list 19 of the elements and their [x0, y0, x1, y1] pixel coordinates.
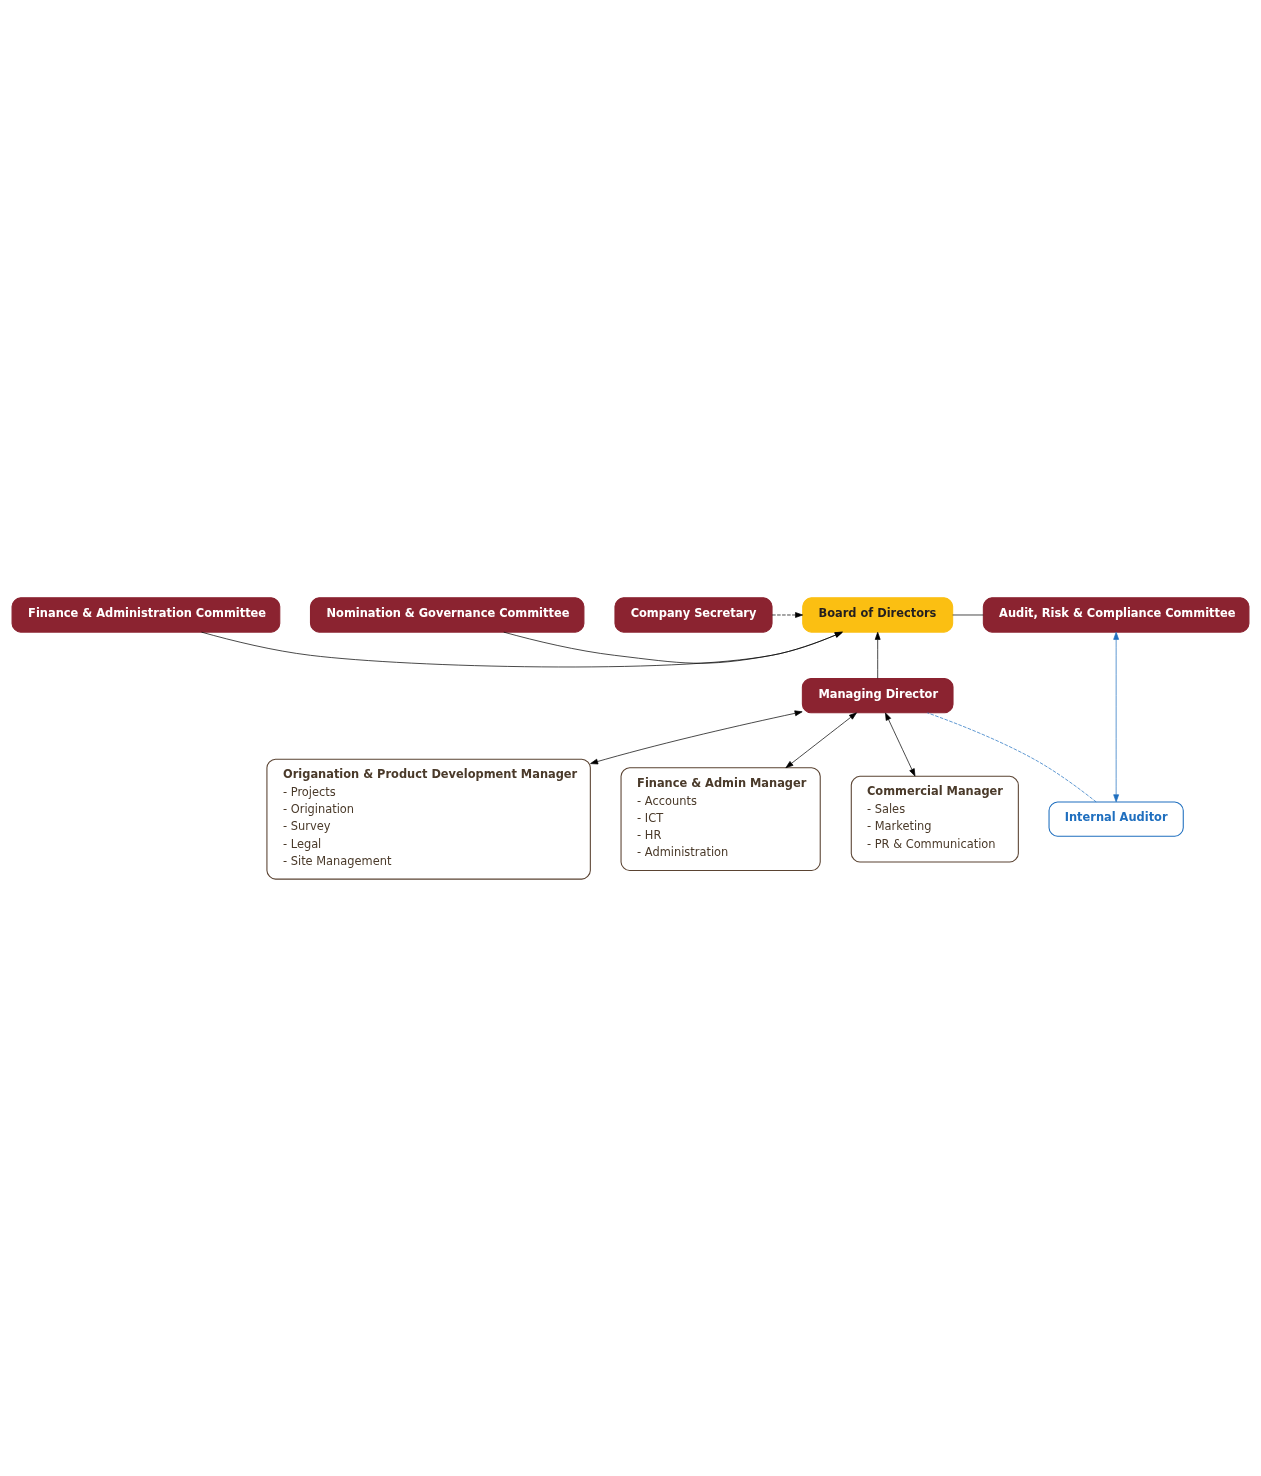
- connector: [927, 711, 1097, 802]
- node-box: Audit, Risk & Compliance Committee: [982, 596, 1250, 633]
- node-box: Internal Auditor: [1048, 801, 1184, 837]
- node-box: Board of Directors: [802, 596, 954, 633]
- arrow: [771, 611, 803, 618]
- arrow: [503, 631, 843, 664]
- node-box: Finance & Admin Manager - Accounts - ICT - HR - Administration: [620, 766, 821, 871]
- arrow: [1113, 631, 1119, 802]
- arrow: [785, 712, 857, 768]
- arrow: [885, 712, 916, 776]
- node-box: Origanation & Product Development Manager - Projects - Origination - Survey - Legal - Site Management: [266, 758, 591, 880]
- node-box: Finance & Administration Committee: [11, 596, 281, 633]
- node-box: Managing Director: [801, 677, 954, 713]
- node-box: Company Secretary: [614, 596, 773, 633]
- node-box: Commercial Manager - Sales - Marketing - PR & Communication: [850, 775, 1019, 863]
- arrow: [590, 710, 803, 764]
- node-box: Nomination & Governance Committee: [309, 596, 585, 633]
- arrow: [874, 631, 881, 679]
- arrow: [201, 631, 843, 667]
